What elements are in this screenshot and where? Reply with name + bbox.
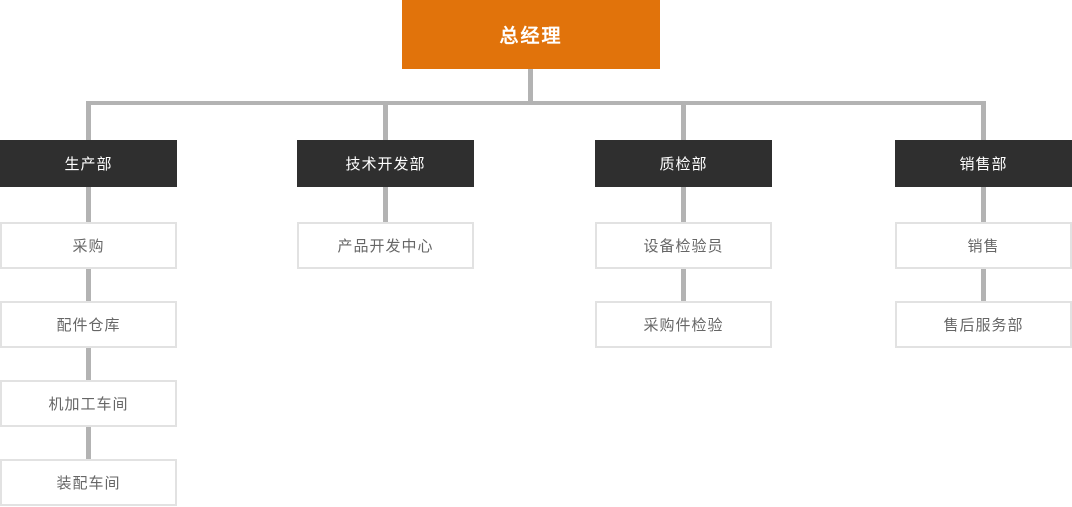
unit-node-product-dev-center[interactable]: 产品开发中心 [297, 222, 474, 269]
connector-drop-sales [981, 101, 986, 140]
unit-node-equipment-inspector[interactable]: 设备检验员 [595, 222, 772, 269]
dept-node-tech-development[interactable]: 技术开发部 [297, 140, 474, 187]
connector-sales-children [981, 187, 986, 222]
root-node-general-manager[interactable]: 总经理 [402, 0, 660, 69]
unit-node-machining-workshop[interactable]: 机加工车间 [0, 380, 177, 427]
connector-drop-production [86, 101, 91, 140]
connector-vertical [681, 269, 686, 301]
connector-tech-development-children [383, 187, 388, 222]
connector-vertical [981, 269, 986, 301]
connector-vertical [86, 269, 91, 301]
connector-quality-inspection-children [681, 187, 686, 222]
connector-root-stem [528, 69, 533, 105]
connector-production-children [86, 187, 91, 222]
unit-node-sales-unit[interactable]: 销售 [895, 222, 1072, 269]
connector-vertical [86, 427, 91, 459]
connector-drop-quality-inspection [681, 101, 686, 140]
dept-node-sales[interactable]: 销售部 [895, 140, 1072, 187]
connector-drop-tech-development [383, 101, 388, 140]
unit-node-purchased-parts-inspection[interactable]: 采购件检验 [595, 301, 772, 348]
connector-vertical [86, 348, 91, 380]
connector-horizontal-bar [86, 101, 986, 105]
unit-node-after-sales-service[interactable]: 售后服务部 [895, 301, 1072, 348]
unit-node-parts-warehouse[interactable]: 配件仓库 [0, 301, 177, 348]
unit-node-purchasing[interactable]: 采购 [0, 222, 177, 269]
unit-node-assembly-workshop[interactable]: 装配车间 [0, 459, 177, 506]
dept-node-production[interactable]: 生产部 [0, 140, 177, 187]
dept-node-quality-inspection[interactable]: 质检部 [595, 140, 772, 187]
